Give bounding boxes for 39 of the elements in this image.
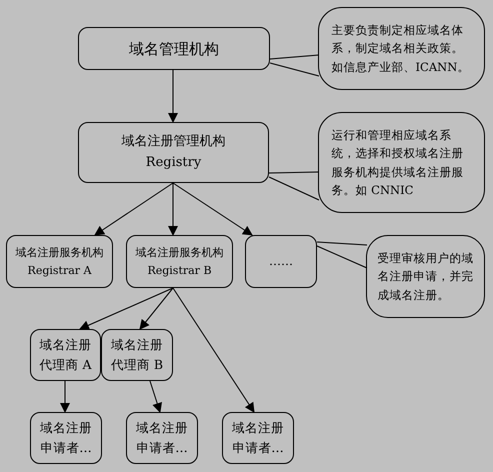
process-box [126, 412, 198, 464]
node-label: 域名注册管理机构 [122, 132, 226, 151]
node-label: Registry [146, 154, 202, 172]
node-label: 域名注册服务机构 Registrar B [134, 244, 224, 278]
process-box [78, 122, 269, 183]
arrow [139, 288, 174, 330]
arrow [172, 182, 253, 236]
arrow [168, 182, 178, 236]
process-box [6, 235, 113, 288]
callout-tail [270, 54, 320, 76]
arrow [79, 288, 174, 330]
callout-text: 运行和管理相应域名系统，选择和授权域名注册服务机构提供域名注册服务。如 CNNIC [332, 126, 464, 199]
arrow [60, 380, 70, 413]
process-box [222, 412, 294, 464]
process-box [101, 329, 173, 381]
callout-text: 受理审核用户的域名注册申请，并完成域名注册。 [378, 250, 474, 304]
callout-bubble [318, 112, 485, 213]
node-label: 域名管理机构 [129, 38, 219, 60]
node-label: 域名注册服务机构 Registrar A [14, 244, 104, 278]
arrow [172, 288, 255, 413]
arrow [168, 70, 178, 123]
node-label: 域名注册代理商 B [110, 336, 164, 374]
process-box [78, 27, 270, 70]
callout-bubble [318, 7, 485, 90]
node-label: …… [269, 252, 293, 270]
process-box [30, 329, 101, 381]
node-label: 域名注册申请者… [135, 419, 189, 457]
callout-tail [268, 172, 320, 200]
node-label: 域名注册申请者… [39, 419, 93, 457]
callout-tail [316, 242, 368, 268]
callout-bubble [366, 235, 485, 318]
node-label: 域名注册代理商 A [38, 336, 93, 374]
arrow [150, 380, 162, 413]
process-box [30, 412, 102, 464]
process-box [245, 235, 317, 288]
arrow [94, 182, 174, 236]
process-box [126, 235, 233, 288]
callout-text: 主要负责制定相应域名体系，制定域名相关政策。如信息产业部、ICANN。 [332, 22, 470, 76]
node-label: 域名注册申请者… [231, 419, 285, 457]
